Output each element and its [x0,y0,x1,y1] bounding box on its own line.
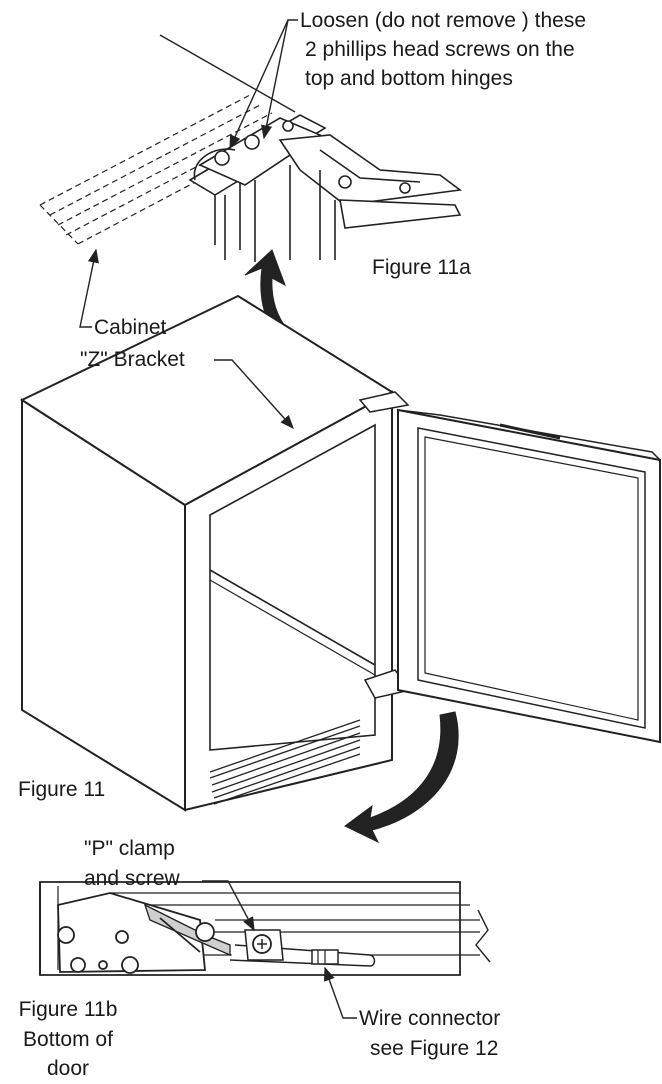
wire-connector-leader [323,966,357,1019]
loosen-callout-line3: top and bottom hinges [305,67,513,90]
cabinet-callout: Cabinet [94,316,167,339]
curved-arrow-down [344,711,459,844]
bottom-grille [209,719,361,805]
p-clamp-callout-line2: and screw [84,867,180,890]
cabinet-leader [79,248,99,328]
figure-11-label: Figure 11 [18,778,106,801]
top-hinge-detail [39,94,463,262]
p-clamp-callout-line1: "P" clamp [84,837,175,860]
figure-11b-label: Figure 11b [18,998,118,1021]
wire-connector-callout-line1: Wire connector [359,1007,501,1030]
bottom-hinge-detail [39,881,491,976]
z-bracket-callout: "Z" Bracket [80,348,185,371]
figure-11b-subtitle-line1: Bottom of [23,1028,113,1051]
loosen-callout-line2: 2 phillips head screws on the [305,38,575,61]
wire-connector-callout-line2: see Figure 12 [370,1037,499,1060]
figure-11a-label: Figure 11a [372,256,471,279]
loosen-leaders [159,19,298,150]
main-unit [19,294,661,812]
loosen-callout-line1: Loosen (do not remove ) these [300,9,587,32]
figure-11b-subtitle-line2: door [46,1057,90,1080]
z-bracket-leader [214,359,294,430]
p-clamp-leader [202,880,255,932]
